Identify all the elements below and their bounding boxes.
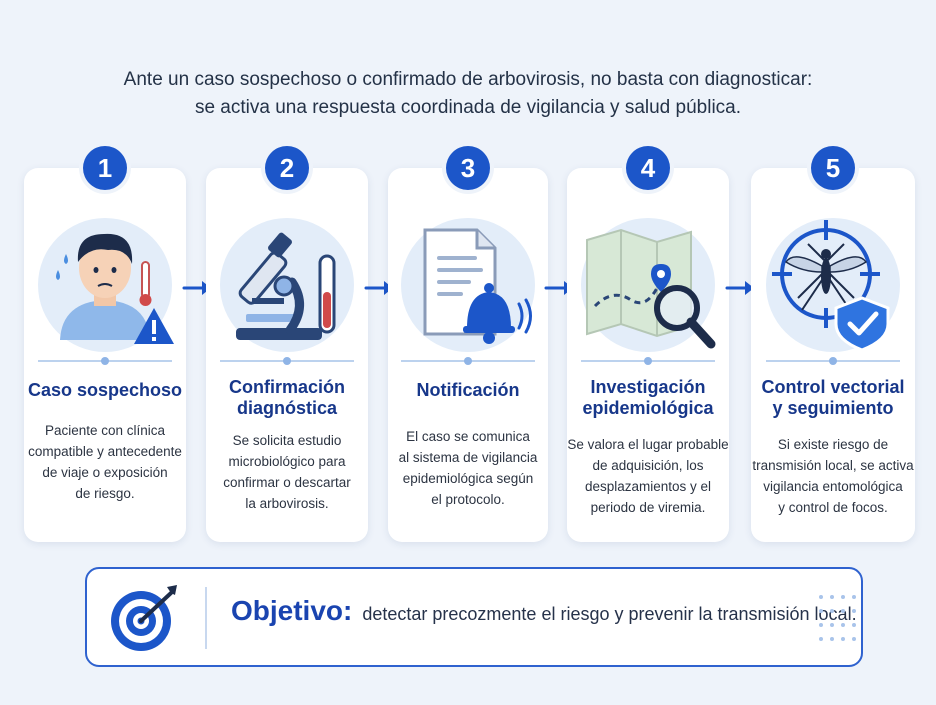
document-bell-icon (423, 228, 532, 344)
step-desc-5: Si existe riesgo de transmisión local, s… (752, 437, 914, 515)
step-illustration-3 (401, 218, 535, 352)
step-divider-1 (38, 357, 172, 365)
arrow-right-icon (725, 281, 754, 295)
step-divider-5 (766, 357, 900, 365)
objective-box: Objetivo: detectar precozmente el riesgo … (85, 567, 863, 667)
step-number-5: 5 (811, 146, 855, 190)
step-divider-4 (581, 357, 715, 365)
step-desc-1: Paciente con clínica compatible y antece… (28, 423, 182, 501)
map-magnifier-icon (586, 228, 716, 349)
step-number-4: 4 (626, 146, 670, 190)
objective-label: Objetivo: (231, 595, 353, 626)
step-divider-2 (220, 357, 354, 365)
step-illustration-4 (581, 218, 716, 352)
step-number-3: 3 (446, 146, 490, 190)
objective-text: Objetivo: detectar precozmente el riesgo … (231, 595, 857, 627)
step-illustration-2 (220, 218, 354, 352)
patient-warning-icon (56, 233, 174, 344)
intro-line-1: Ante un caso sospechoso o confirmado de … (123, 69, 813, 90)
intro-line-2: se activa una respuesta coordinada de vi… (194, 97, 742, 118)
microscope-icon (236, 232, 336, 340)
mosquito-shield-icon (772, 220, 890, 352)
target-icon (111, 585, 177, 651)
step-number-2: 2 (265, 146, 309, 190)
step-title-3: Notificación (416, 380, 520, 400)
step-desc-4: Se valora el lugar probable de adquisici… (567, 437, 729, 515)
step-divider-3 (401, 357, 535, 365)
objective-description: detectar precozmente el riesgo y preveni… (362, 604, 857, 624)
step-title-4: Investigación epidemiológica (582, 377, 714, 418)
step-illustration-5 (766, 218, 900, 352)
dot-grid-decoration (819, 595, 856, 641)
intro-text: Ante un caso sospechoso o confirmado de … (0, 66, 936, 122)
step-illustration-1 (38, 218, 174, 352)
step-desc-3: El caso se comunica al sistema de vigila… (398, 429, 538, 507)
step-title-5: Control vectorial y seguimiento (761, 377, 905, 418)
objective-separator (205, 587, 207, 649)
step-desc-2: Se solicita estudio microbiológico para … (223, 433, 351, 511)
step-title-2: Confirmación diagnóstica (228, 377, 345, 418)
step-title-1: Caso sospechoso (27, 380, 183, 400)
step-number-1: 1 (83, 146, 127, 190)
